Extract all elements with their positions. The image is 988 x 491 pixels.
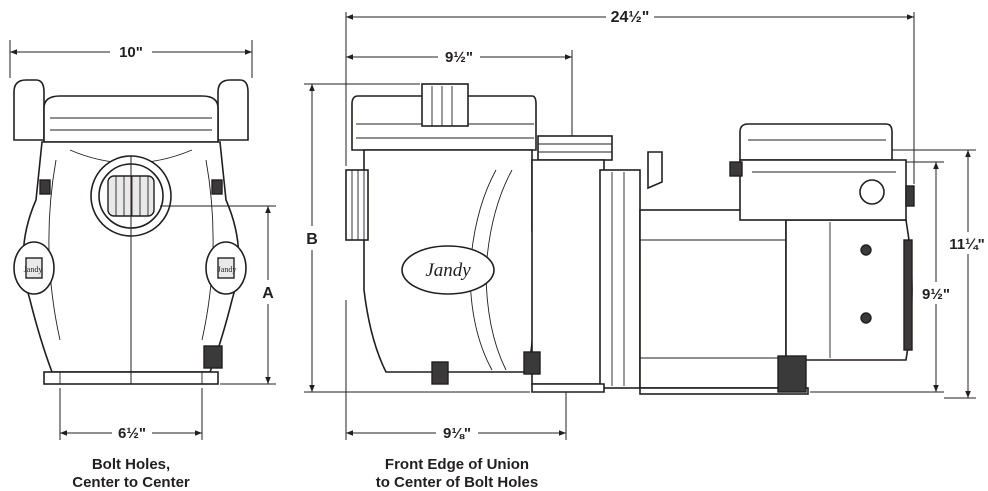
union-bolt-label: 9⅛" <box>443 425 471 442</box>
front-left-badge: Jandy <box>24 265 43 274</box>
front-right-badge: Jandy <box>218 265 237 274</box>
bolt-spacing-label: 6½" <box>118 425 146 442</box>
dim-overall-height <box>892 149 976 399</box>
height-b-label: B <box>306 231 318 248</box>
overall-height-label: 11¼" <box>949 236 984 253</box>
overall-length-label: 24½" <box>611 9 650 26</box>
dim-overall-length <box>345 12 915 184</box>
union-front-label: 9½" <box>445 49 473 66</box>
side-view-pump: Jandy <box>345 83 915 395</box>
dim-front-width <box>9 40 253 78</box>
dim-union-front <box>346 50 573 136</box>
union-caption-line1: Front Edge of Union <box>385 456 529 473</box>
bolt-caption-line1: Bolt Holes, <box>92 456 170 473</box>
dim-union-bolt <box>345 300 567 440</box>
union-caption-line2: to Center of Bolt Holes <box>376 474 539 491</box>
dim-motor-height <box>810 161 944 393</box>
dim-height-b <box>304 83 530 393</box>
motor-height-label: 9½" <box>922 286 950 303</box>
bolt-caption-line2: Center to Center <box>72 474 190 491</box>
dim-bolt-spacing <box>59 388 203 440</box>
brand-logo: Jandy <box>425 260 471 281</box>
front-width-label: 10" <box>119 44 143 61</box>
height-a-label: A <box>262 285 274 302</box>
dim-height-a <box>130 156 276 385</box>
